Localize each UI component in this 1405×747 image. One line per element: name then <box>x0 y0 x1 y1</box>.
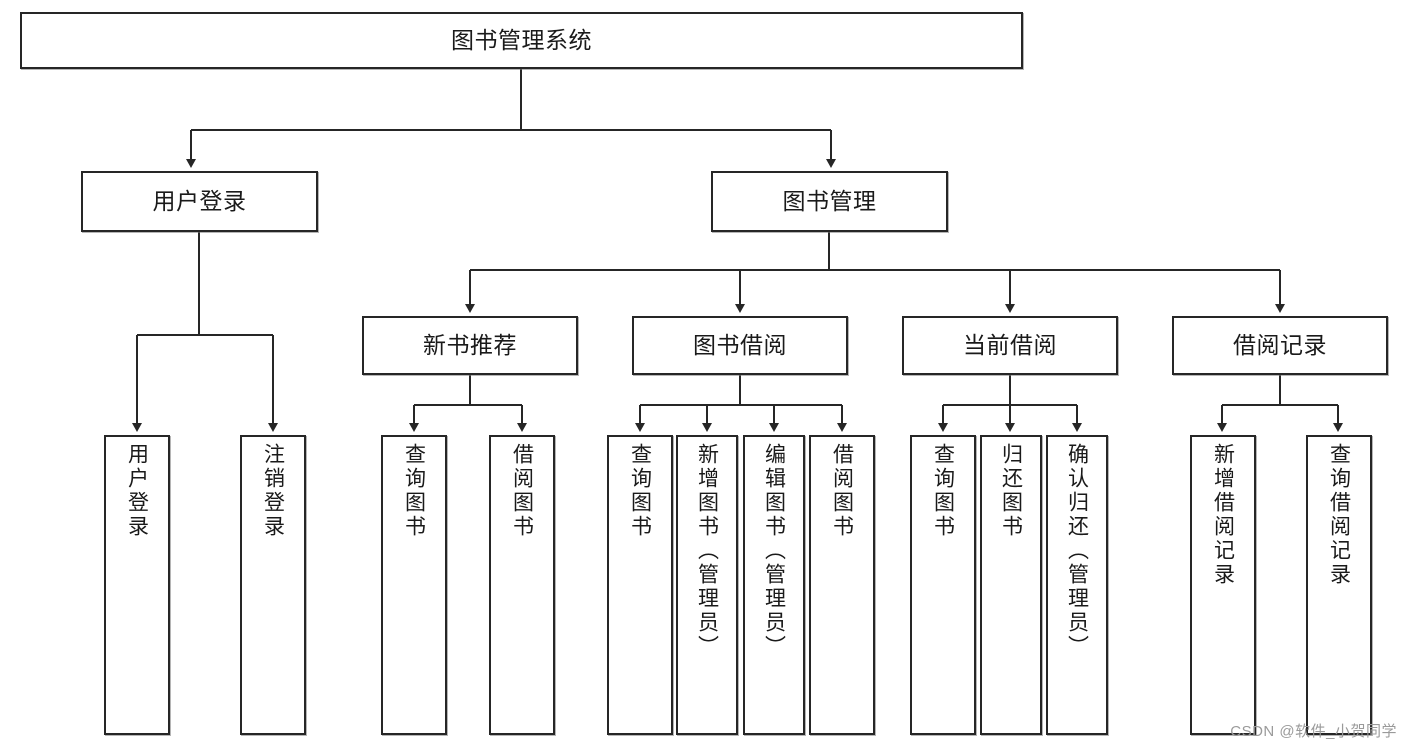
leaf-borrow-record-add[interactable]: 新增借阅记录 <box>1190 435 1256 735</box>
leaf-new-book-query-label: 查询图书 <box>402 443 426 539</box>
node-new-book-recommend-label: 新书推荐 <box>423 331 517 358</box>
node-borrow-record[interactable]: 借阅记录 <box>1172 316 1388 375</box>
leaf-user-login-signout[interactable]: 注销登录 <box>240 435 306 735</box>
leaf-current-borrow-confirm[interactable]: 确认归还（管理员） <box>1046 435 1108 735</box>
leaf-book-borrow-edit-label: 编辑图书（管理员） <box>762 443 786 659</box>
leaf-current-borrow-query-label: 查询图书 <box>931 443 955 539</box>
leaf-current-borrow-confirm-label: 确认归还（管理员） <box>1065 443 1089 659</box>
leaf-borrow-record-query-label: 查询借阅记录 <box>1327 443 1351 587</box>
leaf-book-borrow-add-label: 新增图书（管理员） <box>695 443 719 659</box>
node-root-system-label: 图书管理系统 <box>451 26 592 53</box>
node-new-book-recommend[interactable]: 新书推荐 <box>362 316 578 375</box>
leaf-current-borrow-query[interactable]: 查询图书 <box>910 435 976 735</box>
leaf-book-borrow-borrow-label: 借阅图书 <box>830 443 854 539</box>
leaf-book-borrow-borrow[interactable]: 借阅图书 <box>809 435 875 735</box>
leaf-borrow-record-add-label: 新增借阅记录 <box>1211 443 1235 587</box>
leaf-book-borrow-query-label: 查询图书 <box>628 443 652 539</box>
node-book-borrow-label: 图书借阅 <box>693 331 787 358</box>
leaf-book-borrow-add[interactable]: 新增图书（管理员） <box>676 435 738 735</box>
leaf-book-borrow-query[interactable]: 查询图书 <box>607 435 673 735</box>
node-book-borrow[interactable]: 图书借阅 <box>632 316 848 375</box>
node-root-system[interactable]: 图书管理系统 <box>20 12 1023 69</box>
leaf-new-book-borrow[interactable]: 借阅图书 <box>489 435 555 735</box>
node-book-management-label: 图书管理 <box>782 187 877 214</box>
leaf-user-login-signin[interactable]: 用户登录 <box>104 435 170 735</box>
csdn-watermark: CSDN @软件_小贺同学 <box>1230 723 1397 740</box>
node-current-borrow[interactable]: 当前借阅 <box>902 316 1118 375</box>
leaf-user-login-signin-label: 用户登录 <box>125 443 149 539</box>
leaf-book-borrow-edit[interactable]: 编辑图书（管理员） <box>743 435 805 735</box>
node-current-borrow-label: 当前借阅 <box>963 331 1057 358</box>
leaf-new-book-borrow-label: 借阅图书 <box>510 443 534 539</box>
node-user-login[interactable]: 用户登录 <box>81 171 318 232</box>
node-book-management[interactable]: 图书管理 <box>711 171 948 232</box>
node-borrow-record-label: 借阅记录 <box>1233 331 1327 358</box>
leaf-current-borrow-return[interactable]: 归还图书 <box>980 435 1042 735</box>
leaf-user-login-signout-label: 注销登录 <box>261 443 285 539</box>
node-user-login-label: 用户登录 <box>152 187 247 214</box>
leaf-borrow-record-query[interactable]: 查询借阅记录 <box>1306 435 1372 735</box>
leaf-new-book-query[interactable]: 查询图书 <box>381 435 447 735</box>
leaf-current-borrow-return-label: 归还图书 <box>999 443 1023 539</box>
